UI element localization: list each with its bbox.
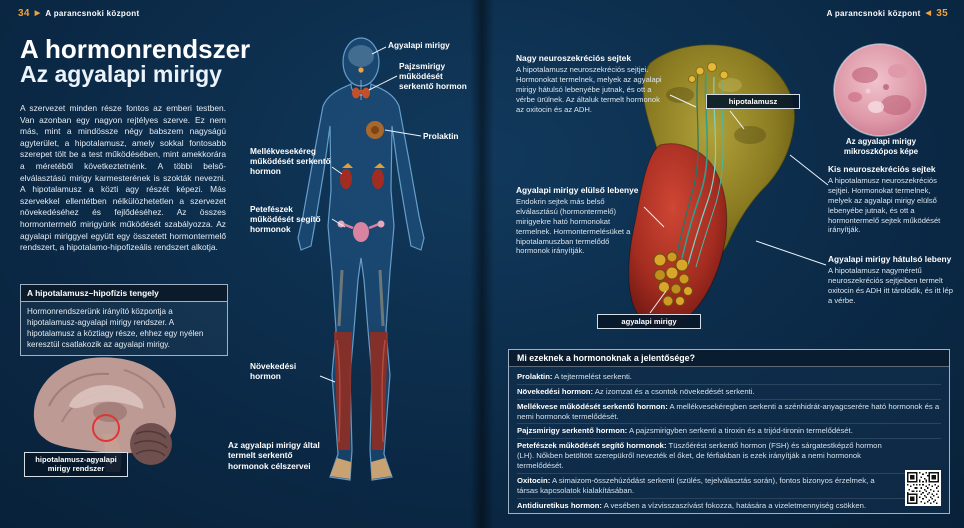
block-posterior-lobe: Agyalapi mirigy hátulsó lebeny A hipotal… bbox=[828, 254, 956, 306]
block-anterior-lobe: Agyalapi mirigy elülső lebenye Endokrin … bbox=[516, 185, 642, 256]
axis-box: A hipotalamusz–hipofízis tengely Hormonr… bbox=[20, 284, 228, 357]
page-title: A hormonrendszer Az agyalapi mirigy bbox=[20, 34, 265, 88]
hormone-item: Prolaktin: A tejtermelést serkenti. bbox=[517, 372, 632, 381]
axis-box-title: A hipotalamusz–hipofízis tengely bbox=[21, 285, 227, 302]
brain-caption: hipotalamusz-agyalapi mirigy rendszer bbox=[24, 452, 128, 477]
breast-highlight bbox=[366, 121, 384, 139]
block-small-title: Kis neuroszekréciós sejtek bbox=[828, 164, 936, 174]
microscope-caption: Az agyalapi mirigy mikroszkópos képe bbox=[843, 137, 919, 156]
qr-code-pattern bbox=[907, 472, 939, 504]
label-gonadotropins: Petefészek működését segítő hormonok bbox=[250, 204, 321, 234]
pituitary-tag: agyalapi mirigy bbox=[597, 314, 701, 330]
intro-paragraph: A szervezet minden része fontos az ember… bbox=[20, 103, 226, 253]
hormone-item: Mellékvese működését serkentő hormon: A … bbox=[517, 398, 941, 424]
hypothalamus-highlight-circle bbox=[92, 414, 120, 442]
arrow-right-icon: ▶ bbox=[34, 10, 41, 17]
page-number-right: 35 bbox=[936, 8, 948, 19]
block-large-title: Nagy neuroszekréciós sejtek bbox=[516, 53, 631, 63]
endocrine-cell-cluster bbox=[653, 251, 693, 307]
leg-anatomy bbox=[330, 269, 392, 479]
qr-code bbox=[905, 470, 941, 506]
block-small-body: A hipotalamusz neuroszekréciós sejtjei. … bbox=[828, 176, 941, 235]
figure-pointer-lines bbox=[319, 46, 422, 383]
label-tsh: Pajzsmirigy működését serkentő hormon bbox=[399, 61, 467, 91]
block-small-neurosecretory: Kis neuroszekréciós sejtek A hipotalamus… bbox=[828, 164, 955, 235]
body-silhouette bbox=[297, 83, 425, 481]
pituitary-dot bbox=[358, 67, 364, 73]
thalamus bbox=[93, 402, 127, 422]
label-pituitary: Agyalapi mirigy bbox=[388, 40, 450, 50]
page-gutter bbox=[470, 0, 494, 528]
block-anterior-body: Endokrin sejtek más belső elválasztású (… bbox=[516, 197, 631, 256]
block-posterior-body: A hipotalamusz nagyméretű neuroszekréció… bbox=[828, 266, 953, 305]
hormone-panel: Mi ezeknek a hormonoknak a jelentősége? … bbox=[508, 349, 950, 514]
block-large-neurosecretory: Nagy neuroszekréciós sejtek A hipotalamu… bbox=[516, 53, 668, 114]
label-acth: Mellékvesekéreg működését serkentő hormo… bbox=[250, 146, 331, 176]
arrow-left-icon: ◀ bbox=[925, 10, 932, 17]
title-line2: Az agyalapi mirigy bbox=[20, 61, 222, 88]
thyroid-gland bbox=[352, 87, 370, 99]
head bbox=[342, 37, 380, 87]
hormone-item: Növekedési hormon: Az izomzat és a csont… bbox=[517, 383, 941, 399]
brain-illustration bbox=[33, 357, 176, 472]
header-title-left: A parancsnoki központ bbox=[45, 9, 140, 18]
diagram-pointer-lines bbox=[643, 94, 829, 314]
hormone-item: Antidiuretikus hormon: A vesében a vízvi… bbox=[517, 497, 941, 513]
title-line1: A hormonrendszer bbox=[20, 34, 251, 64]
block-anterior-title: Agyalapi mirigy elülső lebenye bbox=[516, 185, 639, 195]
block-large-body: A hipotalamusz neuroszekréciós sejtjei. … bbox=[516, 65, 662, 114]
header-left: 34 ▶ A parancsnoki központ bbox=[18, 8, 139, 19]
hormone-panel-title: Mi ezeknek a hormonoknak a jelentősége? bbox=[509, 350, 949, 367]
block-posterior-title: Agyalapi mirigy hátulsó lebeny bbox=[828, 254, 952, 264]
brain-in-head bbox=[348, 45, 374, 67]
hypothalamus-tag: hipotalamusz bbox=[706, 94, 800, 110]
header-title-right: A parancsnoki központ bbox=[826, 9, 921, 18]
page-number-left: 34 bbox=[18, 8, 30, 19]
cerebellum bbox=[130, 423, 172, 465]
hormone-panel-body: Prolaktin: A tejtermelést serkenti. Növe… bbox=[509, 367, 949, 514]
microscope-photo bbox=[834, 44, 926, 136]
figure-caption: Az agyalapi mirigy által termelt serkent… bbox=[228, 440, 320, 471]
neuron-cell-bodies bbox=[688, 62, 729, 83]
label-growth-hormone: Növekedési hormon bbox=[250, 361, 297, 381]
neurosecretory-fibers bbox=[675, 70, 724, 268]
axis-box-body: Hormonrendszerünk irányító központja a h… bbox=[21, 302, 227, 356]
microscope-photo-ring bbox=[833, 43, 927, 137]
header-right: A parancsnoki központ ◀ 35 bbox=[827, 8, 948, 19]
hormone-item: Petefészek működését segítő hormonok: Tü… bbox=[517, 438, 941, 473]
adrenal-kidneys bbox=[340, 163, 385, 189]
hormone-item: Oxitocin: A simaizom-összehúzódást serke… bbox=[517, 472, 941, 498]
human-body-figure bbox=[297, 37, 425, 481]
label-prolactin: Prolaktin bbox=[423, 131, 459, 141]
hormone-item: Pajzsmirigy serkentő hormon: A pajzsmiri… bbox=[517, 423, 941, 438]
corpus-callosum bbox=[69, 385, 144, 409]
